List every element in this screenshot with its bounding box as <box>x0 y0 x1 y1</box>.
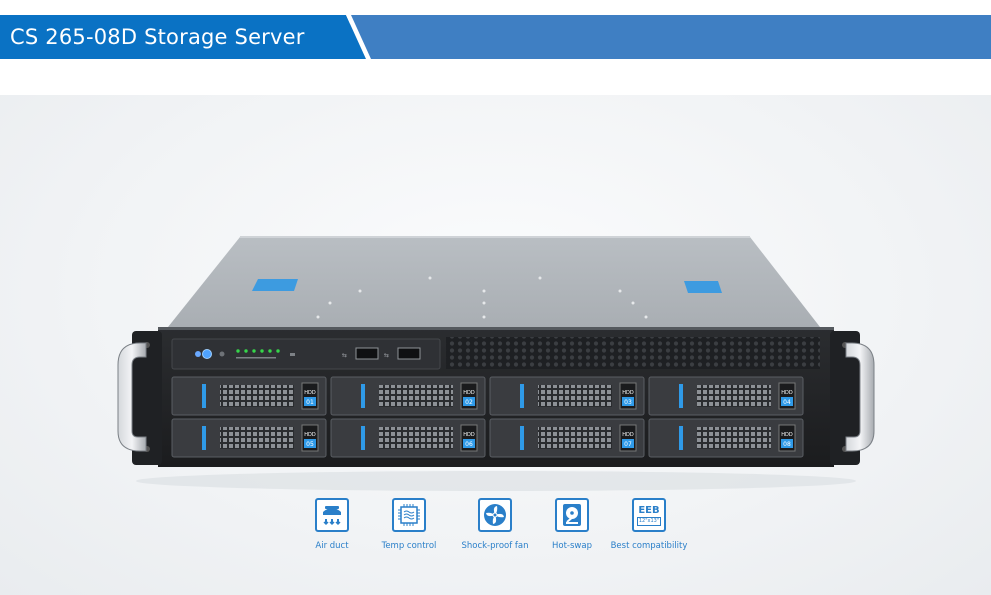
power-led <box>195 351 201 357</box>
drive-bay[interactable]: HDD 03 <box>489 376 645 416</box>
top-label-right <box>684 281 722 293</box>
drive-bay-number: 01 <box>306 399 314 406</box>
feature-label: Hot-swap <box>552 541 592 551</box>
temp-control-icon <box>392 498 426 532</box>
feature-label: Shock-proof fan <box>461 541 529 551</box>
drive-bay-number: 07 <box>624 441 632 448</box>
control-panel <box>171 338 441 370</box>
usb-port-1 <box>355 347 379 360</box>
rack-ear-right <box>830 331 860 465</box>
feature-best-compatibility: EEB 12"x13" Best compatibility <box>604 498 694 551</box>
drive-bay-number: 02 <box>465 399 473 406</box>
drive-latch <box>202 426 206 450</box>
hot-swap-hdd-icon <box>555 498 589 532</box>
title-bar-extension <box>350 15 991 59</box>
eeb-icon: EEB 12"x13" <box>632 498 666 532</box>
drive-bay[interactable]: HDD 05 <box>171 418 327 458</box>
feature-hot-swap: Hot-swap <box>544 498 600 551</box>
drive-bay-number: 06 <box>465 441 473 448</box>
handle-left <box>117 342 147 452</box>
drive-vent <box>220 427 294 449</box>
drive-hdd-label: HDD <box>622 432 634 438</box>
drive-bay-number: 04 <box>783 399 791 406</box>
drive-vent <box>697 427 771 449</box>
drive-latch <box>202 384 206 408</box>
drive-hdd-label: HDD <box>781 390 793 396</box>
feature-shock-proof-fan: Shock-proof fan <box>452 498 538 551</box>
svg-text:⇆: ⇆ <box>342 352 347 359</box>
drive-latch <box>520 384 524 408</box>
title-bar-label: CS 265-08D Storage Server <box>0 15 366 59</box>
drive-bay[interactable]: HDD 04 <box>648 376 804 416</box>
drive-latch <box>520 426 524 450</box>
eeb-badge-sub: 12"x13" <box>636 516 662 526</box>
drive-bay[interactable]: HDD 01 <box>171 376 327 416</box>
drive-hdd-label: HDD <box>781 432 793 438</box>
drive-bay[interactable]: HDD 06 <box>330 418 486 458</box>
drive-latch <box>361 384 365 408</box>
drive-vent <box>697 385 771 407</box>
drive-hdd-label: HDD <box>622 390 634 396</box>
drive-hdd-label: HDD <box>304 432 316 438</box>
title-bar: CS 265-08D Storage Server <box>0 15 991 59</box>
drive-latch <box>679 384 683 408</box>
svg-text:⇆: ⇆ <box>384 352 389 359</box>
feature-label: Air duct <box>315 541 349 551</box>
handle-right <box>845 342 875 452</box>
feature-label: Best compatibility <box>610 541 688 551</box>
drive-bay-number: 05 <box>306 441 314 448</box>
front-vent-mesh <box>446 337 820 369</box>
feature-label: Temp control <box>381 541 437 551</box>
drive-vent <box>220 385 294 407</box>
top-label-left <box>252 279 298 291</box>
drive-vent <box>379 385 453 407</box>
drive-bay[interactable]: HDD 02 <box>330 376 486 416</box>
power-button <box>202 349 212 359</box>
fan-icon <box>478 498 512 532</box>
air-duct-icon <box>315 498 349 532</box>
server-top-cover <box>168 237 820 327</box>
usb-port-2 <box>397 347 421 360</box>
feature-temp-control: Temp control <box>374 498 444 551</box>
drive-bay[interactable]: HDD 08 <box>648 418 804 458</box>
drive-latch <box>679 426 683 450</box>
page-title: CS 265-08D Storage Server <box>10 25 305 49</box>
server-illustration: ⇆ ⇆ HDD01HDD02HDD03HDD04HDD05HDD06HDD07H… <box>117 236 875 491</box>
eeb-badge-title: EEB <box>638 504 660 516</box>
drive-hdd-label: HDD <box>463 432 475 438</box>
drive-vent <box>538 427 612 449</box>
drive-bay-number: 03 <box>624 399 632 406</box>
drive-latch <box>361 426 365 450</box>
feature-icons: Air duct Temp control <box>300 498 700 578</box>
drive-vent <box>538 385 612 407</box>
feature-air-duct: Air duct <box>302 498 362 551</box>
drive-hdd-label: HDD <box>304 390 316 396</box>
drive-bay-number: 08 <box>783 441 791 448</box>
drive-vent <box>379 427 453 449</box>
rack-ear-left <box>132 331 162 465</box>
drive-bay[interactable]: HDD 07 <box>489 418 645 458</box>
drive-hdd-label: HDD <box>463 390 475 396</box>
